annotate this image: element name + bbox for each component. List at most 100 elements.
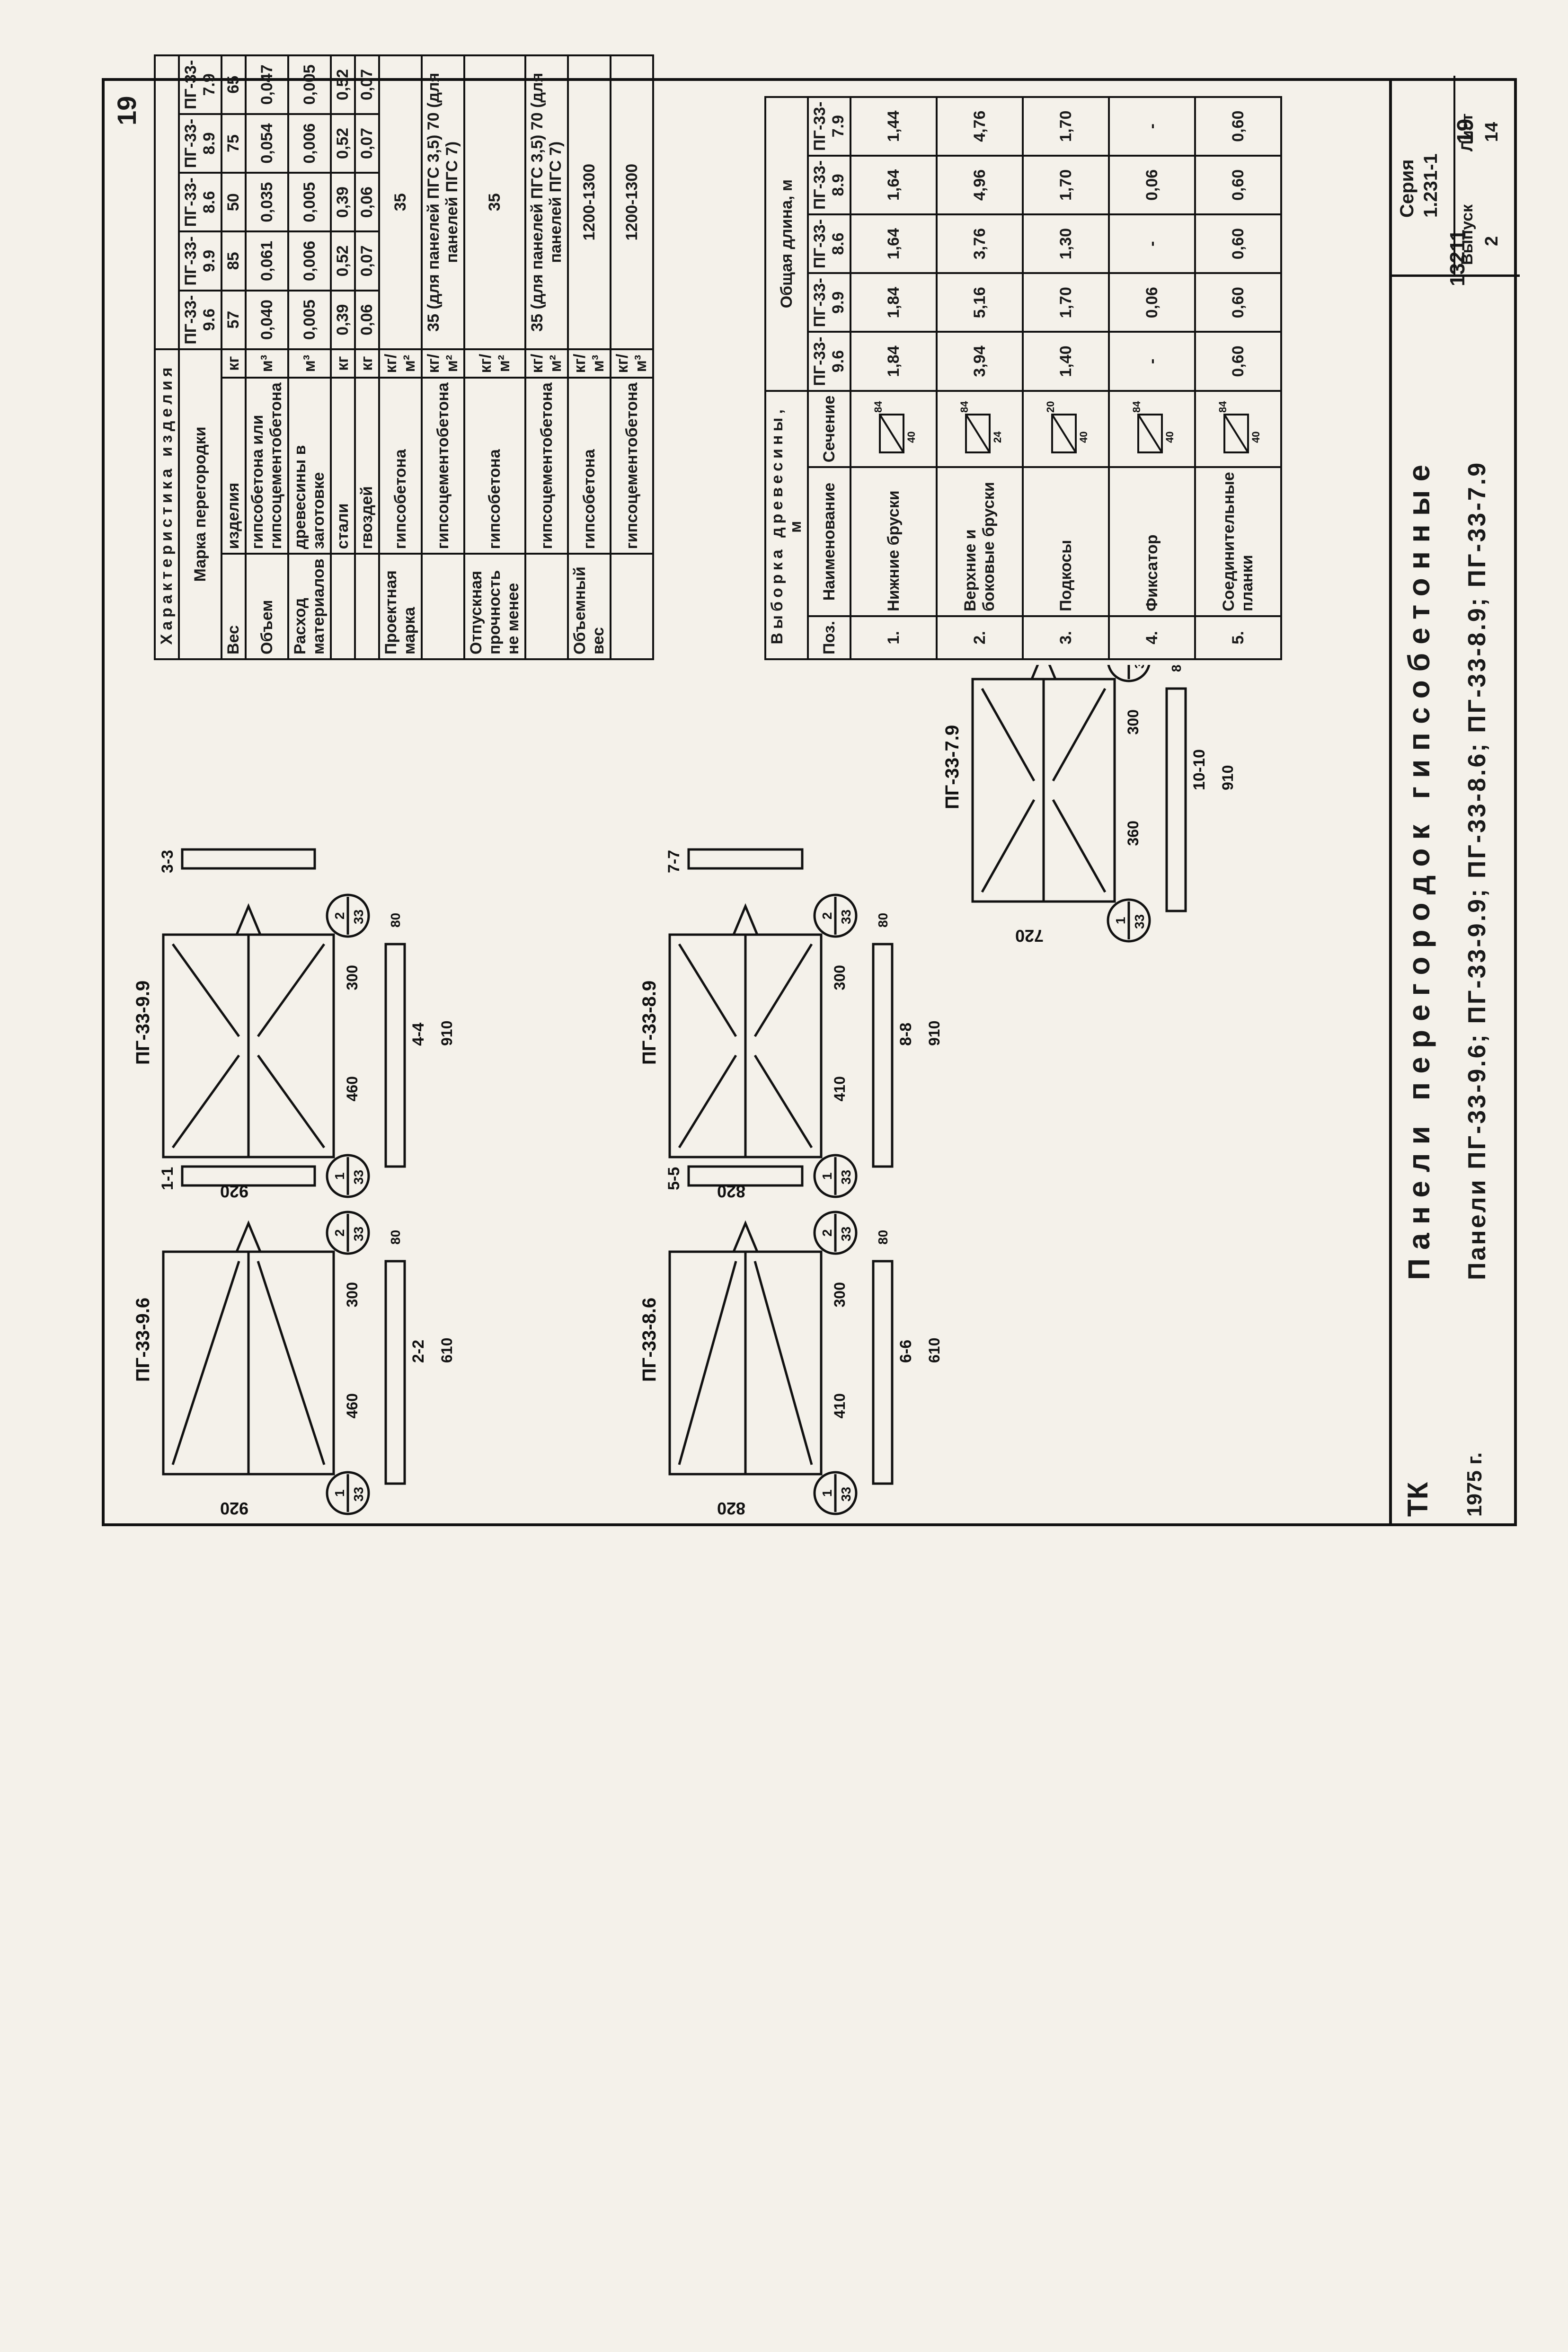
timber-row: 4.Фиксатор 84 40 -0,06-0,06- [1109, 97, 1195, 659]
char-cell: 85 [221, 231, 246, 291]
timber-cell: 1,84 [850, 332, 937, 391]
callout-circle [326, 1154, 370, 1198]
brace [678, 1261, 737, 1465]
callout-top: 2 [820, 912, 834, 920]
wedge [235, 1220, 262, 1253]
char-cell: 35 (для панелей ПГС 3,5) 70 (для панелей… [422, 55, 464, 349]
section-label: 4-4 [409, 1023, 427, 1046]
timber-name-header: Наименование [808, 467, 850, 616]
panel-mark: ПГ-33-9.6 [133, 1298, 153, 1382]
callout-circle [1107, 665, 1151, 682]
sheet-value: 14 [1482, 122, 1502, 142]
section-bar-2 [1165, 687, 1187, 912]
series-box: Серия 1.231-1 Выпуск 2 Лист 14 [1392, 76, 1520, 277]
char-cell: 0,52 [331, 231, 355, 291]
dim-h1: 410 [831, 1393, 848, 1418]
char-cell: кг/м³ [568, 349, 611, 378]
char-col: ПГ-33-8.9 [179, 114, 221, 173]
callout-bot: 33 [1132, 665, 1147, 669]
callout-top: 2 [332, 1229, 347, 1237]
callout-bot: 33 [839, 1487, 853, 1502]
dim-h2: 300 [1125, 709, 1142, 734]
char-cell: 35 (для панелей ПГС 3,5) 70 (для панелей… [525, 55, 568, 349]
timber-cell: 4. [1109, 616, 1195, 659]
section-bar [181, 1165, 316, 1187]
callout-bot: 33 [351, 910, 366, 924]
char-cell: 0,061 [246, 231, 288, 291]
char-title: Характеристика изделия [155, 349, 179, 659]
sec-a: 20 [1045, 401, 1056, 413]
timber-cell: 1,44 [850, 97, 937, 156]
timber-cell: 1,64 [850, 155, 937, 214]
timber-col: ПГ-33-8.9 [808, 155, 850, 214]
timber-cell: 2. [937, 616, 1023, 659]
char-cell: м³ [288, 349, 331, 378]
section-bar-2 [384, 1260, 406, 1485]
brace [753, 943, 813, 1037]
timber-cell: 1,70 [1023, 155, 1109, 214]
sec-b: 40 [905, 432, 917, 443]
section-bar-2 [384, 943, 406, 1168]
sec-a: 84 [1131, 401, 1143, 413]
dim-h2: 300 [831, 1282, 848, 1307]
callout-top: 2 [820, 1229, 834, 1237]
section-bar [181, 848, 316, 870]
timber-cell: Верхние и боковые бруски [937, 467, 1023, 616]
timber-cell: 5,16 [937, 273, 1023, 332]
panel-mark: ПГ-33-7.9 [942, 725, 963, 809]
sec-a: 84 [958, 401, 970, 413]
dim-depth: 910 [438, 1021, 455, 1046]
char-cell: 65 [221, 55, 246, 114]
timber-cell: Подкосы [1023, 467, 1109, 616]
timber-col: ПГ-33-9.9 [808, 273, 850, 332]
timber-cell: 0,06 [1109, 273, 1195, 332]
sec-b: 24 [992, 431, 1003, 443]
char-col: ПГ-33-8.6 [179, 173, 221, 232]
timber-cell: 1,40 [1023, 332, 1109, 391]
char-cell: м³ [246, 349, 288, 378]
characteristics-table: Характеристика изделия Марка перегородки… [154, 54, 654, 660]
callout-circle [326, 1471, 370, 1515]
dim-width: 920 [220, 1499, 248, 1517]
char-cell [422, 554, 464, 659]
timber-cell: Фиксатор [1109, 467, 1195, 616]
char-cell: гипсобетона [568, 378, 611, 554]
brace [257, 943, 326, 1037]
callout-bot: 33 [351, 1487, 366, 1502]
char-cell: 0,005 [288, 290, 331, 349]
char-cell: кг/м² [525, 349, 568, 378]
char-cell: кг [221, 349, 246, 378]
char-cell [355, 554, 379, 659]
char-cell: кг/м³ [611, 349, 653, 378]
char-cell: 0,035 [246, 173, 288, 232]
timber-title: Выборка древесины, м [765, 390, 808, 659]
char-cell: гипсобетона [379, 378, 422, 554]
dim-thick: 80 [388, 1230, 403, 1245]
dim-depth: 910 [926, 1021, 943, 1046]
section-sketch: 84 24 [937, 390, 1023, 468]
dim-h1: 460 [344, 1393, 361, 1418]
section-label: 6-6 [897, 1340, 915, 1363]
char-cell: кг [355, 349, 379, 378]
callout-bot: 33 [839, 1170, 853, 1185]
timber-col: ПГ-33-7.9 [808, 97, 850, 156]
char-cell: Объем [246, 554, 288, 659]
timber-col: ПГ-33-8.6 [808, 214, 850, 274]
sec-b: 40 [1078, 432, 1090, 443]
dim-h2: 300 [344, 1282, 361, 1307]
timber-cell: 1,70 [1023, 97, 1109, 156]
timber-cell: 0,60 [1195, 273, 1281, 332]
brace [981, 799, 1036, 893]
brace [1052, 799, 1107, 893]
section-label: 2-2 [409, 1340, 427, 1363]
dim-width: 820 [717, 1182, 745, 1201]
